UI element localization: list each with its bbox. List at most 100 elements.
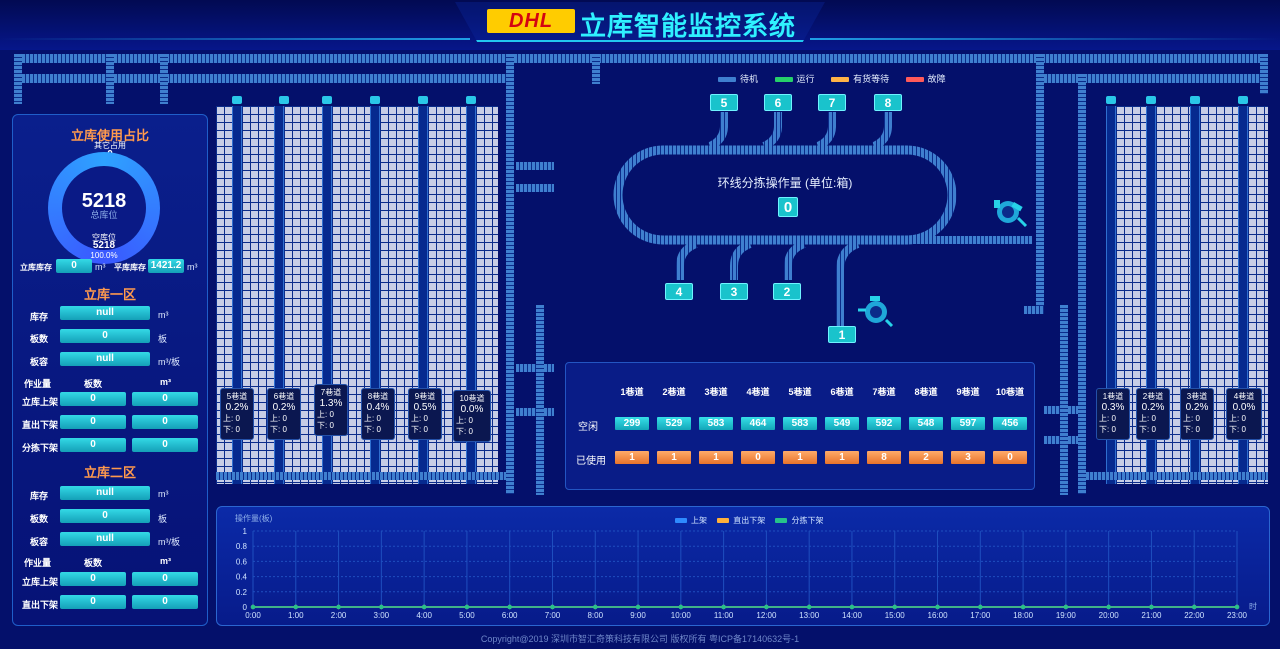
- rack-aisle: [418, 106, 428, 484]
- lane-card-2[interactable]: 2巷道 0.2% 上: 0 下: 0: [1136, 388, 1170, 440]
- port-3[interactable]: 3: [720, 283, 748, 300]
- y-tick-label: 0.6: [236, 557, 248, 566]
- zone1-capacity: null: [60, 352, 150, 366]
- page-title: 立库智能监控系统: [580, 12, 797, 42]
- y-tick-label: 0.4: [236, 573, 248, 582]
- series-point: [635, 604, 641, 610]
- series-point: [293, 604, 298, 610]
- used-row: 1 1 1 0 1 1 8 2 3 0: [615, 451, 1035, 465]
- chart-ylabel: 操作量(板): [235, 514, 273, 523]
- port-1[interactable]: 1: [828, 326, 856, 343]
- dhl-logo: DHL: [487, 9, 575, 33]
- lane-card-5[interactable]: 5巷道 0.2% 上: 0 下: 0: [220, 388, 254, 440]
- lane-card-6[interactable]: 6巷道 0.2% 上: 0 下: 0: [267, 388, 301, 440]
- zone1-op-label: 立库上架: [22, 397, 59, 407]
- series-point: [1106, 604, 1111, 610]
- lane-down: 下: 0: [1099, 425, 1116, 434]
- x-tick-label: 1:00: [288, 611, 304, 620]
- free-cell: 464: [741, 417, 775, 430]
- port-4[interactable]: 4: [665, 283, 693, 300]
- x-tick-label: 12:00: [756, 611, 777, 620]
- port-7[interactable]: 7: [818, 94, 846, 111]
- rail-segment: [536, 305, 544, 495]
- series-point: [336, 604, 341, 610]
- lane-name: 2巷道: [1142, 392, 1164, 401]
- series-point: [849, 604, 855, 610]
- x-tick-label: 5:00: [459, 611, 475, 620]
- lane-percent: 1.3%: [319, 398, 343, 409]
- th-lane-1: 1巷道: [620, 387, 644, 397]
- loop-title: 环线分拣操作量 (单位:箱): [717, 176, 853, 190]
- rack-aisle: [466, 106, 476, 484]
- used-cell: 8: [867, 451, 901, 464]
- free-cell: 548: [909, 417, 943, 430]
- lane-card-10[interactable]: 10巷道 0.0% 上: 0 下: 0: [453, 390, 491, 442]
- lane-card-1[interactable]: 1巷道 0.3% 上: 0 下: 0: [1096, 388, 1130, 440]
- rail-segment: [1260, 54, 1268, 94]
- stacker-crane-icon: [279, 96, 289, 104]
- rack-aisle: [1238, 106, 1248, 484]
- series-point: [1063, 604, 1069, 610]
- lane-card-9[interactable]: 9巷道 0.5% 上: 0 下: 0: [408, 388, 442, 440]
- rail-segment: [1078, 74, 1086, 494]
- zone1-row-label: 板容: [30, 357, 49, 367]
- lane-percent: 0.2%: [1185, 402, 1209, 413]
- stacker-crane-icon: [1190, 96, 1200, 104]
- zone2-row-label: 板容: [30, 537, 49, 547]
- row-label-used: 已使用: [576, 456, 606, 467]
- zone2-unit: 板: [158, 514, 168, 524]
- zone1-op-b: 0: [132, 392, 198, 406]
- upper-conveyor-right: [1040, 74, 1268, 83]
- series-point: [1192, 604, 1197, 610]
- lane-card-3[interactable]: 3巷道 0.2% 上: 0 下: 0: [1180, 388, 1214, 440]
- lane-percent: 0.2%: [272, 402, 296, 413]
- zone2-op-a: 0: [60, 572, 126, 586]
- y-tick-label: 0.8: [236, 542, 248, 551]
- rail-segment: [516, 408, 554, 416]
- zone1-row-label: 库存: [30, 312, 49, 322]
- x-tick-label: 8:00: [587, 611, 603, 620]
- lane-name: 7巷道: [320, 388, 342, 397]
- zone2-op-label: 立库上架: [22, 577, 59, 587]
- port-6[interactable]: 6: [764, 94, 792, 111]
- status-legend: 待机 运行 有货等待 故障: [718, 72, 968, 84]
- robot-arm-icon: [858, 296, 894, 328]
- x-tick-label: 11:00: [714, 611, 734, 620]
- lane-up: 上: 0: [317, 410, 334, 419]
- zone2-op-b: 0: [132, 572, 198, 586]
- lane-card-4[interactable]: 4巷道 0.0% 上: 0 下: 0: [1226, 388, 1262, 440]
- x-tick-label: 18:00: [1013, 611, 1034, 620]
- free-slots-percent: 100.0%: [90, 251, 118, 260]
- lane-card-7[interactable]: 7巷道 1.3% 上: 0 下: 0: [314, 384, 348, 436]
- zone2-row-label: 库存: [30, 491, 49, 501]
- table-header-row: 1巷道 2巷道 3巷道 4巷道 5巷道 6巷道 7巷道 8巷道 9巷道 10巷道: [612, 385, 1032, 397]
- series-point: [550, 604, 555, 610]
- lane-percent: 0.2%: [225, 402, 249, 413]
- used-cell: 0: [993, 451, 1027, 464]
- stock-value: 0: [56, 259, 92, 273]
- other-used-label: 其它占用: [94, 141, 126, 150]
- used-cell: 1: [657, 451, 691, 464]
- port-8[interactable]: 8: [874, 94, 902, 111]
- lane-name: 6巷道: [273, 392, 295, 401]
- port-5[interactable]: 5: [710, 94, 738, 111]
- zone1-op-b: 0: [132, 438, 198, 452]
- stacker-crane-icon: [322, 96, 332, 104]
- stacker-crane-icon: [370, 96, 380, 104]
- rack-aisle: [1106, 106, 1116, 484]
- port-2[interactable]: 2: [773, 283, 801, 300]
- lane-down: 下: 0: [1229, 425, 1246, 434]
- zone2-capacity: null: [60, 532, 150, 546]
- top-conveyor: [14, 54, 1268, 63]
- x-tick-label: 20:00: [1099, 611, 1120, 620]
- zone2-op-label: 直出下架: [22, 600, 59, 610]
- lane-down: 下: 0: [223, 425, 240, 434]
- free-cell: 583: [699, 417, 733, 430]
- rail-segment: [516, 162, 554, 170]
- zone2-boards: 0: [60, 509, 150, 523]
- lane-percent: 0.2%: [1141, 402, 1165, 413]
- free-row: 299 529 583 464 583 549 592 548 597 456: [615, 417, 1035, 431]
- rail-segment: [516, 364, 554, 372]
- zone1-stock: null: [60, 306, 150, 320]
- lane-card-8[interactable]: 8巷道 0.4% 上: 0 下: 0: [361, 388, 395, 440]
